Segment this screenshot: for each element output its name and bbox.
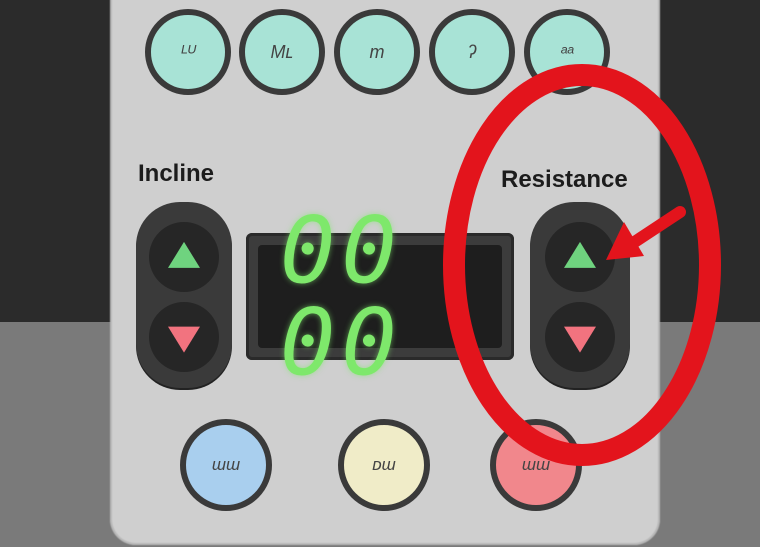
program-button-2-label: Mʟ — [270, 41, 294, 62]
program-button-1-label: ᴸᵁ — [180, 41, 196, 62]
down-arrow-icon — [168, 326, 200, 353]
program-button-4[interactable]: ʔ — [429, 9, 515, 95]
bottom-button-blue-label: ɯɯ — [211, 455, 241, 474]
bottom-button-blue[interactable]: ɯɯ — [180, 419, 272, 511]
resistance-down-button[interactable] — [545, 302, 615, 372]
bottom-button-cream-label: ᴅɯ — [372, 455, 396, 474]
incline-down-button[interactable] — [149, 302, 219, 372]
program-button-5-label: ᵃᵃ — [560, 41, 574, 62]
up-arrow-icon — [564, 241, 596, 268]
down-arrow-icon — [564, 326, 596, 353]
program-button-3-label: m — [369, 41, 385, 62]
display-readout: 00 00 — [280, 196, 403, 396]
resistance-label: Resistance — [501, 166, 628, 193]
incline-up-button[interactable] — [149, 222, 219, 292]
program-button-2[interactable]: Mʟ — [239, 9, 325, 95]
incline-control — [136, 202, 232, 388]
bottom-button-pink[interactable]: ɯɯ — [490, 419, 582, 511]
up-arrow-icon — [168, 241, 200, 268]
program-button-1[interactable]: ᴸᵁ — [145, 9, 231, 95]
program-button-3[interactable]: m — [334, 9, 420, 95]
digital-display: 00 00 — [246, 204, 514, 388]
program-button-4-label: ʔ — [467, 41, 477, 62]
program-button-5[interactable]: ᵃᵃ — [524, 9, 610, 95]
bottom-button-cream[interactable]: ᴅɯ — [338, 419, 430, 511]
incline-label: Incline — [138, 160, 215, 187]
resistance-control — [530, 202, 630, 388]
bottom-button-pink-label: ɯɯ — [521, 455, 551, 474]
resistance-up-button[interactable] — [545, 222, 615, 292]
